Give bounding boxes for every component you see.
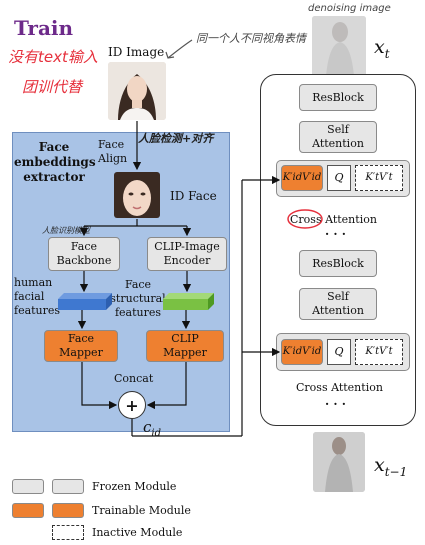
self-attention-2: Self Attention — [299, 288, 377, 320]
id-face-image — [114, 172, 160, 218]
legend-trainable-swatch-1 — [12, 503, 44, 518]
legend-inactive-swatch — [52, 525, 84, 540]
denoising-image-xt — [312, 16, 366, 76]
denoising-image-xt-1 — [313, 432, 365, 492]
kv-t-block-1: K′tV′t — [355, 165, 403, 191]
id-image — [108, 62, 166, 120]
id-face-label: ID Face — [170, 189, 217, 203]
concat-plus-node: + — [118, 391, 146, 419]
face-align-label: Face Align — [98, 138, 128, 165]
clip-mapper-block: CLIP Mapper — [146, 330, 224, 362]
xt-1-label: xt−1 — [374, 454, 408, 479]
human-facial-features-prism — [58, 293, 112, 310]
legend-trainable-label: Trainable Module — [92, 504, 191, 517]
xt-label: xt — [374, 36, 390, 61]
legend-frozen-swatch-2 — [52, 479, 84, 494]
q-block-1: Q — [327, 165, 351, 191]
kv-t-block-2: K′tV′t — [355, 339, 403, 365]
note-no-text: 没有text输入 — [8, 48, 98, 66]
human-facial-features-label: human facial features — [14, 276, 61, 317]
cross-attention-label-1: Cross Attention — [290, 213, 377, 226]
kv-id-block-2: K′idV′id — [281, 339, 323, 365]
id-image-label: ID Image — [108, 45, 165, 59]
legend-trainable-swatch-2 — [52, 503, 84, 518]
ellipsis-1: · · · — [325, 227, 346, 241]
clip-image-encoder-block: CLIP-Image Encoder — [147, 237, 227, 271]
denoising-image-label: denoising image — [308, 3, 391, 14]
resblock-2: ResBlock — [299, 250, 377, 277]
legend-frozen-swatch-1 — [12, 479, 44, 494]
note-group-training: 团训代替 — [22, 78, 83, 96]
q-block-2: Q — [327, 339, 351, 365]
face-mapper-block: Face Mapper — [44, 330, 118, 362]
train-title: Train — [14, 16, 74, 40]
note-same-person-different-views: 同一个人不同视角表情 — [196, 32, 306, 45]
c-id-label: cid — [143, 418, 162, 439]
note-face-detect-align: 人脸检测+对齐 — [138, 132, 214, 145]
kv-id-block-1: K′idV′id — [281, 165, 323, 191]
note-face-detect-small: 人脸识别模型 — [42, 226, 90, 235]
face-structural-features-label: Face structural features — [110, 278, 166, 319]
legend-inactive-label: Inactive Module — [92, 526, 183, 539]
self-attention-1: Self Attention — [299, 121, 377, 153]
cross-attention-label-2: Cross Attention — [296, 381, 383, 394]
face-structural-features-prism — [163, 293, 214, 310]
ellipsis-2: · · · — [325, 397, 346, 411]
resblock-1: ResBlock — [299, 84, 377, 111]
concat-label: Concat — [114, 372, 154, 385]
legend-frozen-label: Frozen Module — [92, 480, 177, 493]
extractor-title: Face embeddings extractor — [14, 140, 96, 184]
face-backbone-block: Face Backbone — [48, 237, 120, 271]
